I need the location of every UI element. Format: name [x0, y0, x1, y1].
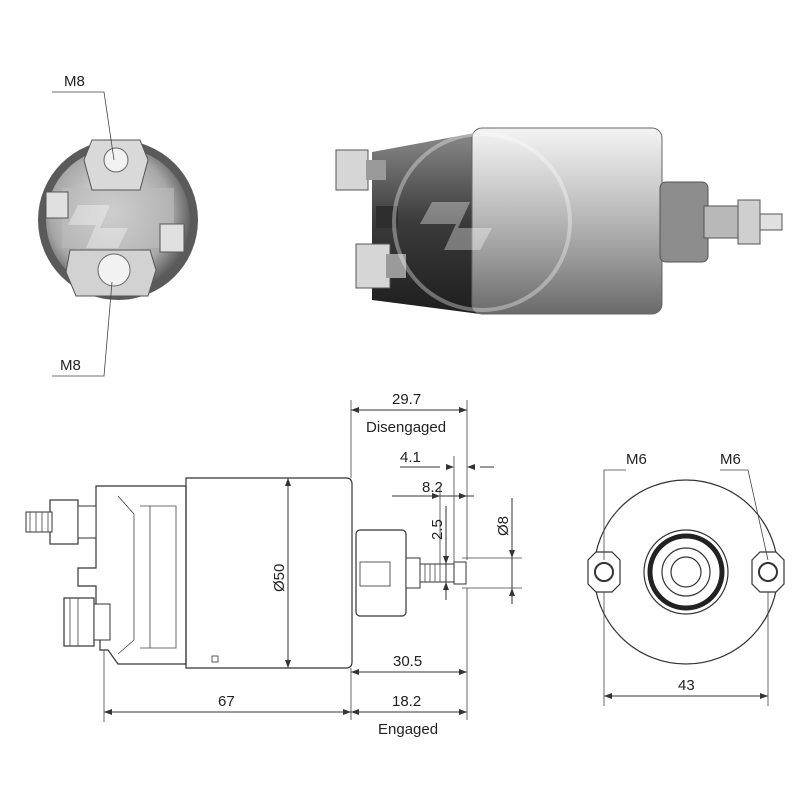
rear-boss-outer: [643, 529, 729, 615]
leader-front-bottom: [52, 281, 113, 377]
rear-center-hole: [670, 556, 702, 588]
side-small-terminal: [376, 206, 398, 228]
label-43: 43: [678, 677, 695, 694]
front-cap-web: [62, 188, 174, 248]
front-watermark-logo: [68, 205, 128, 248]
cap-inner-line-1: [117, 495, 135, 655]
dim-67: [103, 650, 351, 722]
side-bottom-terminal-stud: [386, 254, 406, 278]
label-dia-50: Ø50: [271, 564, 288, 592]
side-plunger-nut: [737, 199, 761, 245]
housing-detail: [359, 561, 391, 587]
drawing-top-nut: [49, 499, 79, 545]
label-rear-left-m6: M6: [626, 451, 647, 468]
cap-inner-line-2: [140, 505, 177, 649]
rear-boss-inner: [661, 547, 711, 597]
label-29-7: 29.7: [392, 391, 421, 408]
arrow-43-b: [760, 693, 768, 699]
front-top-stud: [103, 147, 129, 173]
arrow-18-2-b: [459, 709, 467, 715]
side-top-terminal-stud: [366, 160, 386, 180]
arrow-67-a: [104, 709, 112, 715]
arrow-4-1-a: [446, 464, 454, 470]
arrow-8-2-b: [459, 493, 467, 499]
dim-18-2: [351, 709, 467, 715]
leader-front-top: [52, 91, 115, 161]
leader-rear-left: [603, 469, 626, 560]
front-small-terminal-2: [159, 223, 185, 253]
photo-front-view: [38, 139, 198, 300]
arrow-43-a: [604, 693, 612, 699]
side-watermark-ring: [392, 132, 572, 312]
arrow-2-5-a: [443, 556, 449, 564]
arrow-67-b: [343, 709, 351, 715]
rear-right-stud: [758, 562, 778, 582]
side-watermark-logo: [420, 202, 492, 250]
dim-43: [603, 592, 769, 706]
drawing-side-view: [25, 477, 467, 669]
label-engaged: Engaged: [378, 721, 438, 738]
dim-29-7: [350, 400, 468, 560]
drawing-bottom-nut: [63, 597, 95, 647]
front-bottom-stud: [97, 253, 131, 287]
arrow-dia8-a: [509, 550, 515, 558]
label-8-2: 8.2: [422, 479, 443, 496]
arrow-dia50-b: [285, 660, 291, 668]
dim-30-5: [350, 588, 468, 720]
plunger-collar: [405, 557, 421, 589]
label-2-5: 2.5: [429, 519, 446, 540]
plunger-tip: [453, 561, 467, 585]
arrow-30-5-a: [351, 669, 359, 675]
drawing-metal-can: [185, 477, 353, 669]
arrow-dia50-a: [285, 478, 291, 486]
drawing-top-stud: [25, 511, 53, 533]
label-30-5: 30.5: [393, 653, 422, 670]
drawing-rear-view: [587, 479, 785, 665]
arrow-right: [459, 407, 467, 413]
arrow-8-2-a: [432, 493, 440, 499]
arrow-dia8-b: [509, 588, 515, 596]
label-rear-right-m6: M6: [720, 451, 741, 468]
label-18-2: 18.2: [392, 693, 421, 710]
label-4-1: 4.1: [400, 449, 421, 466]
arrow-left: [351, 407, 359, 413]
can-vent-hole: [211, 655, 219, 663]
dim-dia-8: [462, 498, 522, 604]
side-bottom-terminal-nut: [355, 243, 391, 289]
arrow-4-1-b: [467, 464, 475, 470]
arrow-30-5-b: [459, 669, 467, 675]
label-dia-8: Ø8: [495, 516, 512, 536]
side-metal-can: [471, 127, 663, 315]
front-small-terminal: [45, 191, 69, 219]
dim-8-2: [392, 486, 474, 564]
leader-rear-right: [720, 469, 769, 561]
dim-4-1: [400, 456, 494, 564]
arrow-18-2-a: [351, 709, 359, 715]
label-front-bottom-m8: M8: [60, 357, 81, 374]
drawing-top-washer: [77, 505, 97, 539]
photo-side-view: [335, 127, 783, 315]
arrow-2-5-b: [443, 582, 449, 590]
label-disengaged: Disengaged: [366, 419, 446, 436]
side-plunger-housing: [659, 181, 709, 263]
label-67: 67: [218, 693, 235, 710]
label-front-top-m8: M8: [64, 73, 85, 90]
dim-dia-50: [285, 478, 291, 668]
side-plunger-tip: [759, 213, 783, 231]
rear-left-stud: [594, 562, 614, 582]
drawing-bottom-washer: [93, 603, 111, 641]
rear-boss-ring: [647, 533, 725, 611]
dim-2-5: [443, 506, 449, 600]
side-plunger-shaft: [703, 205, 741, 239]
side-top-terminal-nut: [335, 149, 369, 191]
